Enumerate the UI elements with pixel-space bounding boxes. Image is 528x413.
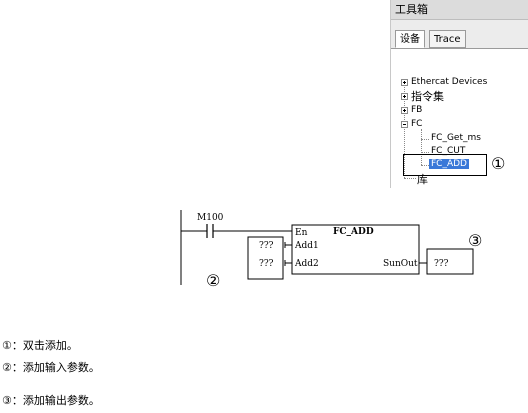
expand-plus-icon[interactable]	[401, 107, 408, 114]
expand-plus-icon[interactable]	[401, 93, 408, 100]
collapse-minus-icon[interactable]	[401, 121, 408, 128]
selection-highlight-box	[403, 154, 487, 176]
tree-item-fc-cut[interactable]: FC_CUT	[431, 146, 466, 156]
tree-item-fc-add[interactable]: FC_ADD	[429, 159, 469, 170]
note-three: ③：添加输出参数。	[2, 394, 100, 407]
pin-en: En	[295, 228, 308, 238]
toolbox-tabs: 设备 Trace	[391, 30, 528, 48]
expand-plus-icon[interactable]	[401, 79, 408, 86]
tree-item-fc-get-ms[interactable]: FC_Get_ms	[431, 133, 481, 143]
input-placeholder-add1[interactable]: ???	[259, 241, 274, 251]
note-two: ②：添加输入参数。	[2, 361, 100, 374]
tab-trace[interactable]: Trace	[429, 30, 466, 48]
tree-guide-line	[421, 165, 429, 166]
pin-sunout: SunOut	[383, 259, 418, 269]
output-placeholder[interactable]: ???	[434, 259, 449, 269]
tree-item-instructions[interactable]: 指令集	[411, 90, 444, 103]
input-placeholder-add2[interactable]: ???	[259, 259, 274, 269]
pin-add1: Add1	[295, 241, 319, 251]
note-one: ①：双击添加。	[2, 339, 78, 352]
ladder-diagram: M100 FC_ADD En Add1 Add2 SunOut ??? ??? …	[175, 205, 495, 295]
tree-item-fb[interactable]: FB	[411, 105, 423, 115]
ladder-lines	[180, 210, 474, 285]
tree-guide-line	[404, 178, 416, 179]
tab-devices[interactable]: 设备	[395, 30, 425, 48]
tree-item-library[interactable]: 库	[417, 173, 428, 186]
toolbox-tree: Ethercat Devices 指令集 FB FC FC_Get_ms FC_…	[391, 48, 528, 188]
tree-guide-line	[421, 139, 429, 140]
selected-label: FC_ADD	[429, 159, 469, 169]
contact-label: M100	[197, 213, 224, 223]
block-title: FC_ADD	[333, 227, 374, 237]
marker-three: ③	[468, 231, 483, 250]
toolbox-title: 工具箱	[391, 0, 528, 20]
tree-item-fc[interactable]: FC	[411, 119, 423, 129]
marker-two: ②	[206, 271, 221, 290]
toolbox-panel: 工具箱 设备 Trace Ethercat Devices 指令集 FB FC …	[390, 0, 528, 188]
tree-guide-line	[421, 152, 429, 153]
pin-add2: Add2	[295, 259, 319, 269]
tree-guide-line	[404, 83, 405, 178]
tree-guide-line	[421, 129, 422, 165]
tree-item-ethercat[interactable]: Ethercat Devices	[411, 77, 488, 87]
marker-one: ①	[491, 154, 506, 173]
